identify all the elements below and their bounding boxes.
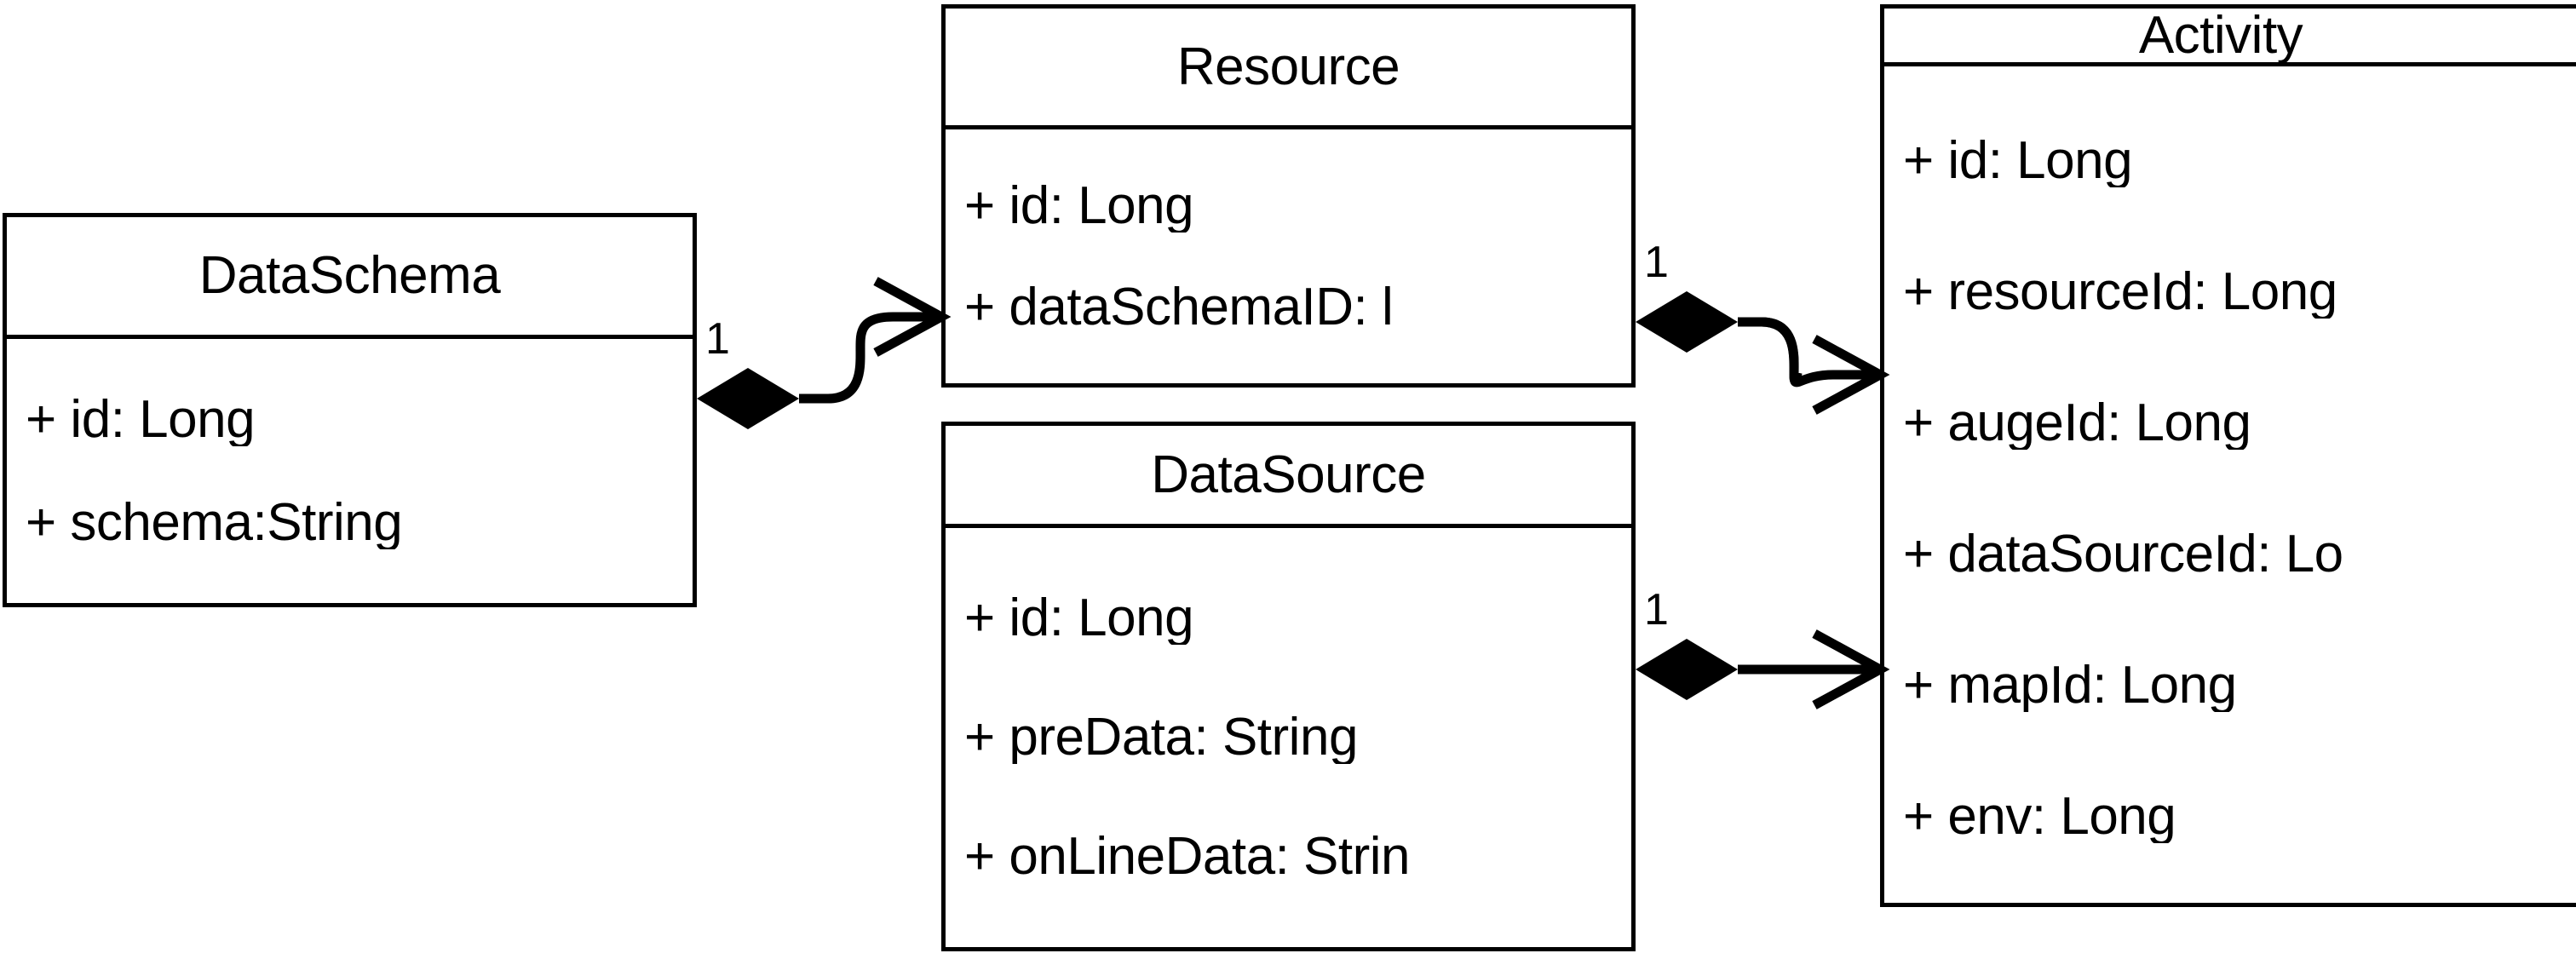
class-attributes-activity: + id: Long + resourceId: Long + augeId: … — [1884, 66, 2576, 903]
edge-line — [799, 312, 941, 404]
class-attribute: + id: Long — [964, 179, 1194, 233]
class-attribute: + dataSchemaID: l — [964, 280, 1394, 334]
class-attribute: + augeId: Long — [1903, 397, 2251, 450]
class-attributes-resource: + id: Long + dataSchemaID: l — [946, 129, 1631, 383]
class-attribute: + id: Long — [1903, 135, 2133, 187]
edge-dataschema-to-resource[interactable] — [697, 277, 952, 429]
class-attribute: + id: Long — [964, 592, 1194, 645]
class-attribute: + dataSourceId: Lo — [1903, 528, 2343, 581]
class-title-activity: Activity — [1884, 9, 2576, 66]
class-box-dataschema[interactable]: DataSchema + id: Long + schema:String — [3, 213, 697, 607]
class-attributes-datasource: + id: Long + preData: String + onLineDat… — [946, 528, 1631, 947]
class-name-text: DataSource — [1151, 445, 1426, 504]
edge-line — [1738, 317, 1803, 386]
class-title-datasource: DataSource — [946, 426, 1631, 528]
open-arrow-head-icon — [873, 277, 952, 357]
composition-diamond-icon — [1636, 291, 1738, 353]
composition-diamond-icon — [1636, 639, 1738, 700]
class-attribute: + env: Long — [1903, 790, 2176, 843]
class-name-text: Activity — [2138, 9, 2303, 65]
open-arrow-head-icon — [1812, 629, 1890, 709]
class-title-dataschema: DataSchema — [7, 217, 693, 339]
edge-datasource-to-activity[interactable] — [1636, 629, 1890, 709]
multiplicity-label-datasource-activity: 1 — [1644, 585, 1669, 635]
edge-resource-to-activity[interactable] — [1636, 291, 1890, 415]
class-attribute: + schema:String — [26, 496, 403, 549]
class-attribute: + mapId: Long — [1903, 659, 2237, 712]
multiplicity-label-resource-activity: 1 — [1644, 238, 1669, 287]
class-box-activity[interactable]: Activity + id: Long + resourceId: Long +… — [1880, 4, 2576, 907]
class-name-text: Resource — [1176, 37, 1400, 96]
edge-line-tail — [1738, 317, 1880, 388]
class-name-text: DataSchema — [198, 246, 501, 305]
open-arrow-head-icon — [1812, 335, 1890, 415]
class-attribute: + onLineData: Strin — [964, 830, 1411, 883]
class-box-resource[interactable]: Resource + id: Long + dataSchemaID: l — [941, 4, 1636, 388]
class-title-resource: Resource — [946, 9, 1631, 129]
multiplicity-label-dataschema-resource: 1 — [705, 314, 730, 364]
class-box-datasource[interactable]: DataSource + id: Long + preData: String … — [941, 422, 1636, 951]
class-attribute: + preData: String — [964, 711, 1358, 764]
composition-diamond-icon — [697, 368, 799, 429]
class-attribute: + resourceId: Long — [1903, 266, 2337, 319]
class-attribute: + id: Long — [26, 393, 256, 446]
class-attributes-dataschema: + id: Long + schema:String — [7, 339, 693, 603]
